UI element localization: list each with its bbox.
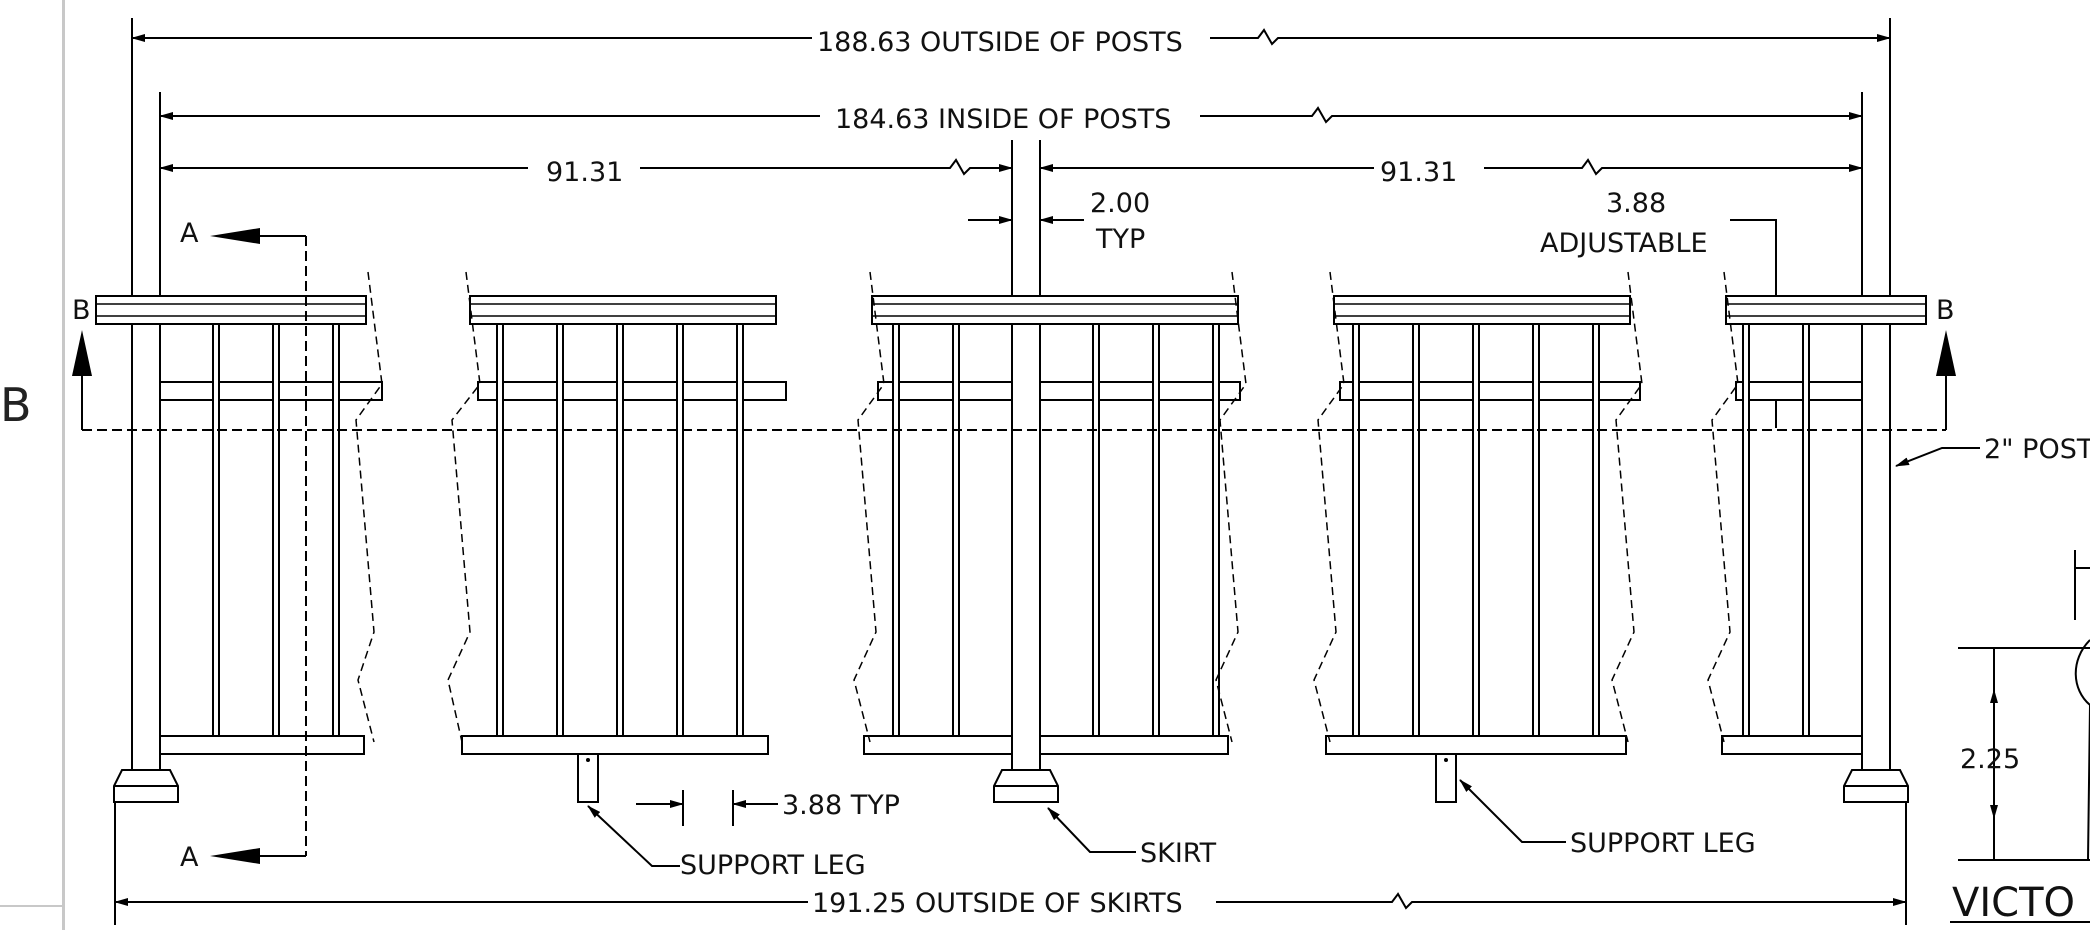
dim-adjustable-value: 3.88 [1606,188,1666,219]
support-leg-callout-left: SUPPORT LEG [680,850,866,881]
dim-baluster-spacing: 3.88 TYP [782,790,900,821]
center-post [1011,323,1041,771]
dim-detail-height: 2.25 [1960,744,2020,775]
dim-adjustable-note: ADJUSTABLE [1540,228,1708,259]
sheet-border-line [62,0,65,930]
dim-half-left: 91.31 [546,157,623,188]
support-leg-right [1435,753,1457,803]
left-post [131,323,161,771]
dim-half-right: 91.31 [1380,157,1457,188]
dim-outside-skirts: 191.25 OUTSIDE OF SKIRTS [812,888,1183,919]
post-callout: 2" POST [1984,434,2090,465]
support-leg-callout-right: SUPPORT LEG [1570,828,1756,859]
detail-view [1950,550,2090,923]
section-b-left-label: B [72,295,91,326]
section-b-right-label: B [1936,295,1955,326]
dim-post-width: 2.00 [1090,188,1150,219]
zone-letter: B [0,378,32,432]
sheet-border-strip [0,0,62,930]
section-a-top-label: A [180,218,199,249]
dim-outside-posts: 188.63 OUTSIDE OF POSTS [817,27,1183,58]
section-a-bottom-label: A [180,842,199,873]
sheet-border-tick [0,905,62,907]
dim-post-width-note: TYP [1095,224,1145,255]
skirt-callout: SKIRT [1140,838,1217,869]
right-post [1861,323,1891,771]
support-leg-left [577,753,599,803]
detail-title: VICTO [1952,880,2075,926]
dim-inside-posts: 184.63 INSIDE OF POSTS [835,104,1171,135]
